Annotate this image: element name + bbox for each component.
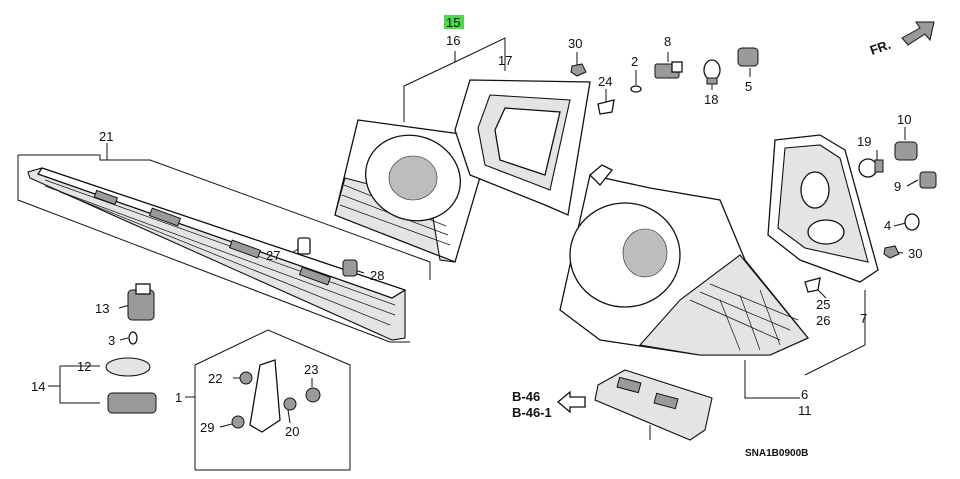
reference-arrow-icon [556, 390, 586, 414]
callout-22[interactable]: 22 [208, 371, 222, 386]
callout-26[interactable]: 26 [816, 313, 830, 328]
callout-3[interactable]: 3 [108, 333, 115, 348]
callout-29[interactable]: 29 [200, 420, 214, 435]
callout-labels: 15 16 17 30 2 8 24 18 5 21 19 10 9 4 30 … [31, 15, 922, 439]
callout-17[interactable]: 17 [498, 53, 512, 68]
callout-10[interactable]: 10 [897, 112, 911, 127]
diagram-code: SNA1B0900B [745, 448, 808, 459]
tail-light-inner-part [334, 119, 489, 263]
highlight-box [444, 15, 464, 29]
callout-13[interactable]: 13 [95, 301, 109, 316]
gasket-part [454, 79, 591, 216]
reference-labels: B-46 B-46-1 [512, 389, 552, 420]
callout-2[interactable]: 2 [631, 54, 638, 69]
callout-23[interactable]: 23 [304, 362, 318, 377]
callout-27[interactable]: 27 [266, 248, 280, 263]
callout-24[interactable]: 24 [598, 74, 612, 89]
callout-25[interactable]: 25 [816, 297, 830, 312]
callout-30-right[interactable]: 30 [908, 246, 922, 261]
callout-20[interactable]: 20 [285, 424, 299, 439]
callout-28[interactable]: 28 [370, 268, 384, 283]
small-parts [105, 47, 937, 441]
callout-18[interactable]: 18 [704, 92, 718, 107]
callout-30-top[interactable]: 30 [568, 36, 582, 51]
tail-light-outer-part [559, 164, 810, 356]
callout-4[interactable]: 4 [884, 218, 891, 233]
callout-9[interactable]: 9 [894, 179, 901, 194]
callout-7[interactable]: 7 [860, 311, 867, 326]
callout-16[interactable]: 16 [446, 33, 460, 48]
front-direction-label: FR. [868, 37, 893, 58]
base-plate-part [767, 134, 879, 283]
callout-1[interactable]: 1 [175, 390, 182, 405]
callout-19[interactable]: 19 [857, 134, 871, 149]
callout-15[interactable]: 15 [446, 15, 460, 30]
front-direction-arrow-icon [901, 21, 935, 46]
callout-8[interactable]: 8 [664, 34, 671, 49]
reference-b46[interactable]: B-46 [512, 389, 540, 404]
callout-5[interactable]: 5 [745, 79, 752, 94]
callout-11[interactable]: 11 [798, 403, 812, 418]
callout-12[interactable]: 12 [77, 359, 91, 374]
callout-14[interactable]: 14 [31, 379, 45, 394]
reference-b46-1[interactable]: B-46-1 [512, 405, 552, 420]
callout-6[interactable]: 6 [801, 387, 808, 402]
rear-garnish-part [27, 167, 407, 341]
callout-21[interactable]: 21 [99, 129, 113, 144]
